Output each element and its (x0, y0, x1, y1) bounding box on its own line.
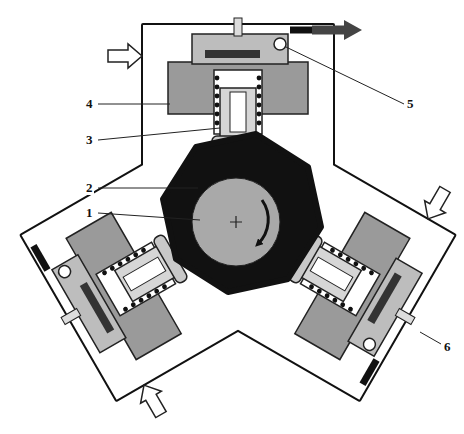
leader-lines (98, 47, 441, 344)
rotation-arrow (258, 200, 268, 244)
callout-number: 2 (85, 181, 94, 195)
outlet-arrow (312, 26, 346, 35)
shaft (192, 178, 280, 266)
callout-number: 3 (85, 133, 94, 147)
callout-number: 4 (85, 97, 94, 111)
callout-number: 1 (85, 206, 94, 220)
callout-number: 5 (406, 97, 415, 111)
callout-number: 6 (443, 340, 452, 354)
eccentric-cam (163, 134, 321, 292)
